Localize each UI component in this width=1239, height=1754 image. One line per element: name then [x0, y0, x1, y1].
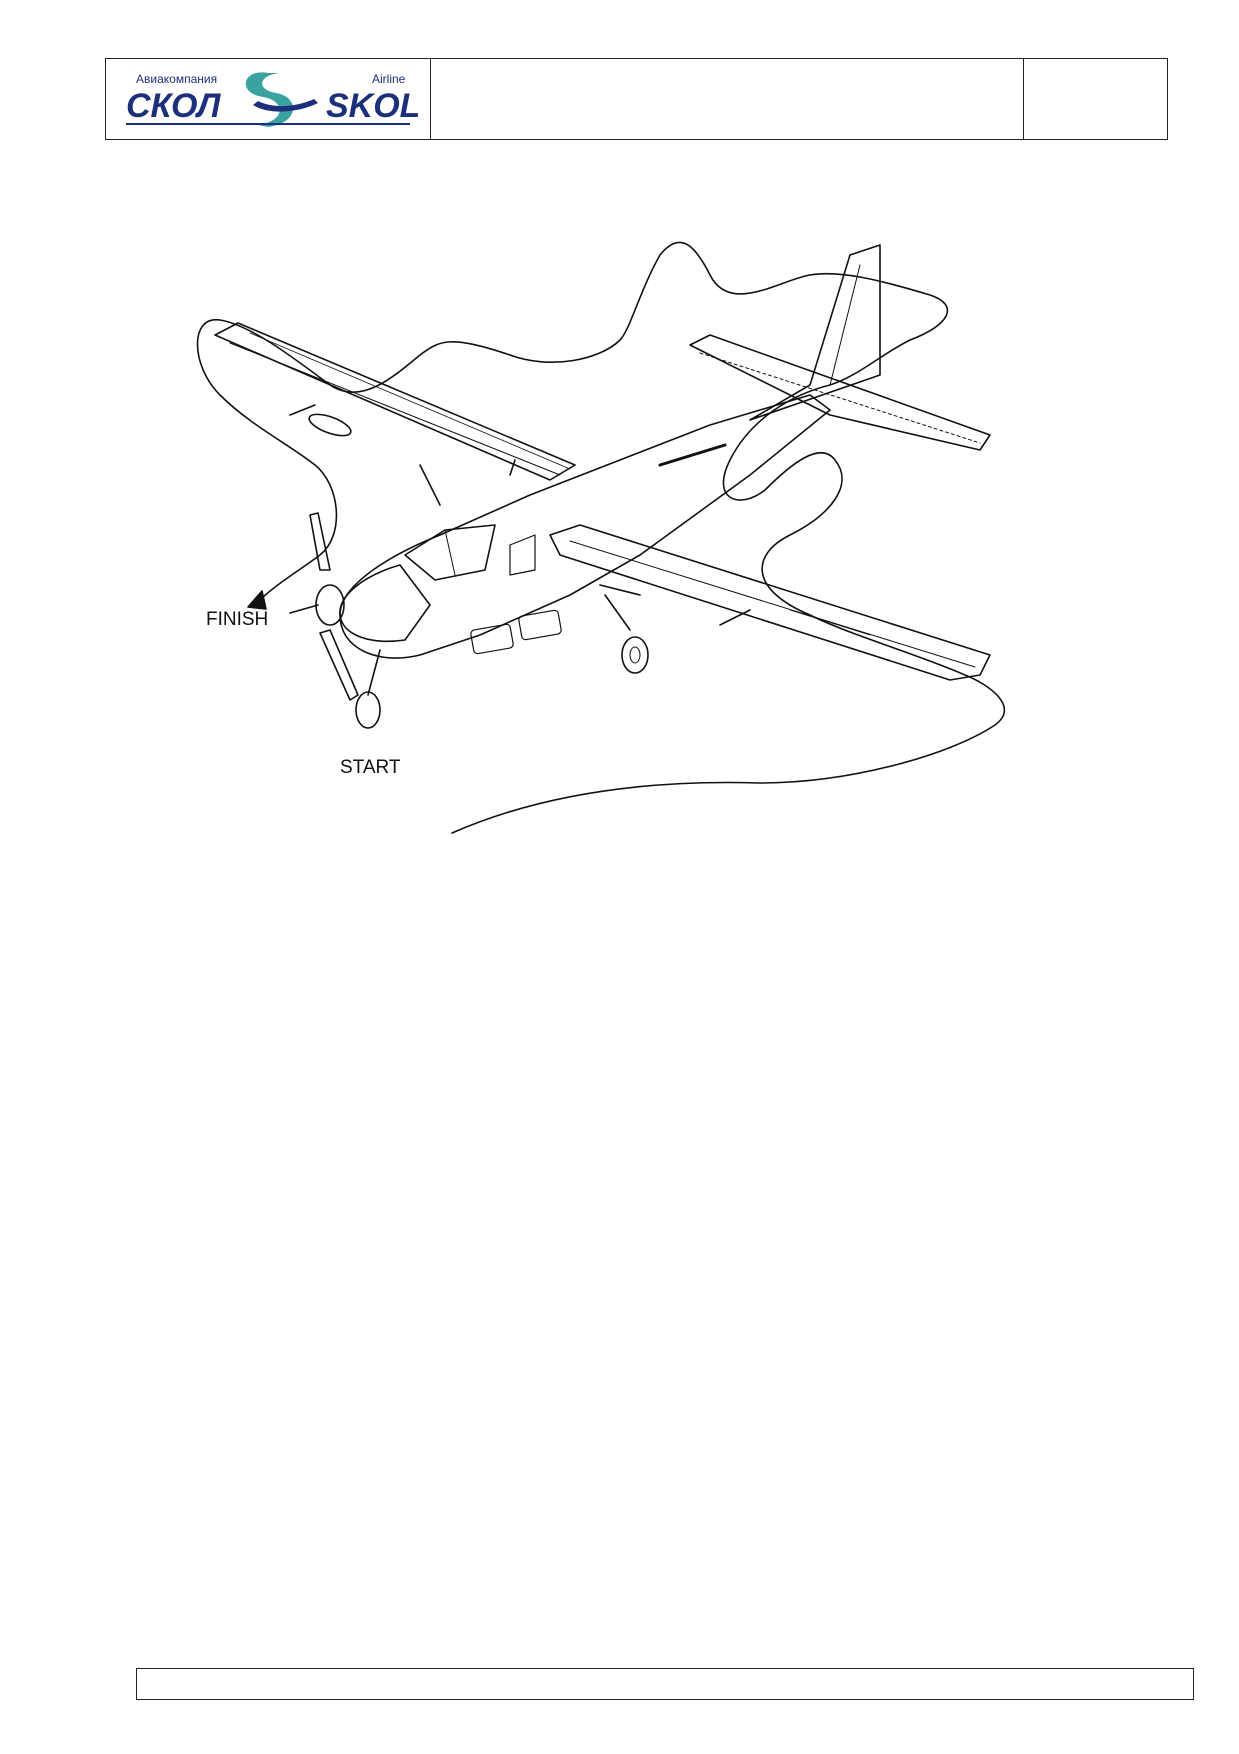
cargo-door-1	[470, 623, 514, 655]
aircraft-walkaround-diagram: FINISH START	[196, 241, 1006, 834]
logo-underline	[126, 123, 410, 125]
logo-tagline-en: Airline	[372, 72, 406, 86]
propeller-spinner	[315, 584, 345, 626]
label-start: START	[340, 757, 401, 778]
left-wing	[214, 322, 576, 481]
cargo-door-2	[518, 609, 562, 641]
nose-gear-wheel	[355, 691, 381, 729]
label-finish: FINISH	[206, 609, 268, 630]
header-page-ref-cell	[1024, 59, 1167, 139]
horizontal-stabilizer	[689, 334, 991, 451]
nose-cowling	[339, 564, 431, 643]
side-window	[509, 534, 536, 576]
antenna	[658, 443, 727, 467]
nose-gear-strut	[367, 649, 381, 696]
walkaround-path	[196, 241, 1006, 834]
left-wing-strut	[419, 464, 441, 506]
document-footer	[136, 1668, 1194, 1700]
propeller-blade-lower	[319, 629, 359, 701]
logo-name-en: SKOL	[326, 87, 418, 125]
logo-cell: Авиакомпания Airline СКОЛ SKOL	[106, 59, 431, 139]
header-title-cell	[431, 59, 1024, 139]
main-gear-wheel	[621, 636, 649, 674]
right-wing-strut	[599, 584, 641, 596]
propeller-blade-upper	[309, 512, 331, 571]
finish-arrow	[247, 590, 267, 610]
skol-airline-logo: Авиакомпания Airline СКОЛ SKOL	[126, 72, 418, 127]
logo-name-ru: СКОЛ	[126, 87, 221, 125]
right-wing	[549, 524, 991, 681]
logo-tagline-ru: Авиакомпания	[136, 72, 217, 86]
vertical-stabilizer	[749, 244, 881, 421]
left-wing-pod	[308, 413, 352, 437]
main-gear-strut	[604, 594, 631, 631]
document-header: Авиакомпания Airline СКОЛ SKOL	[105, 58, 1168, 140]
windshield	[404, 524, 496, 581]
fuselage	[339, 394, 831, 659]
